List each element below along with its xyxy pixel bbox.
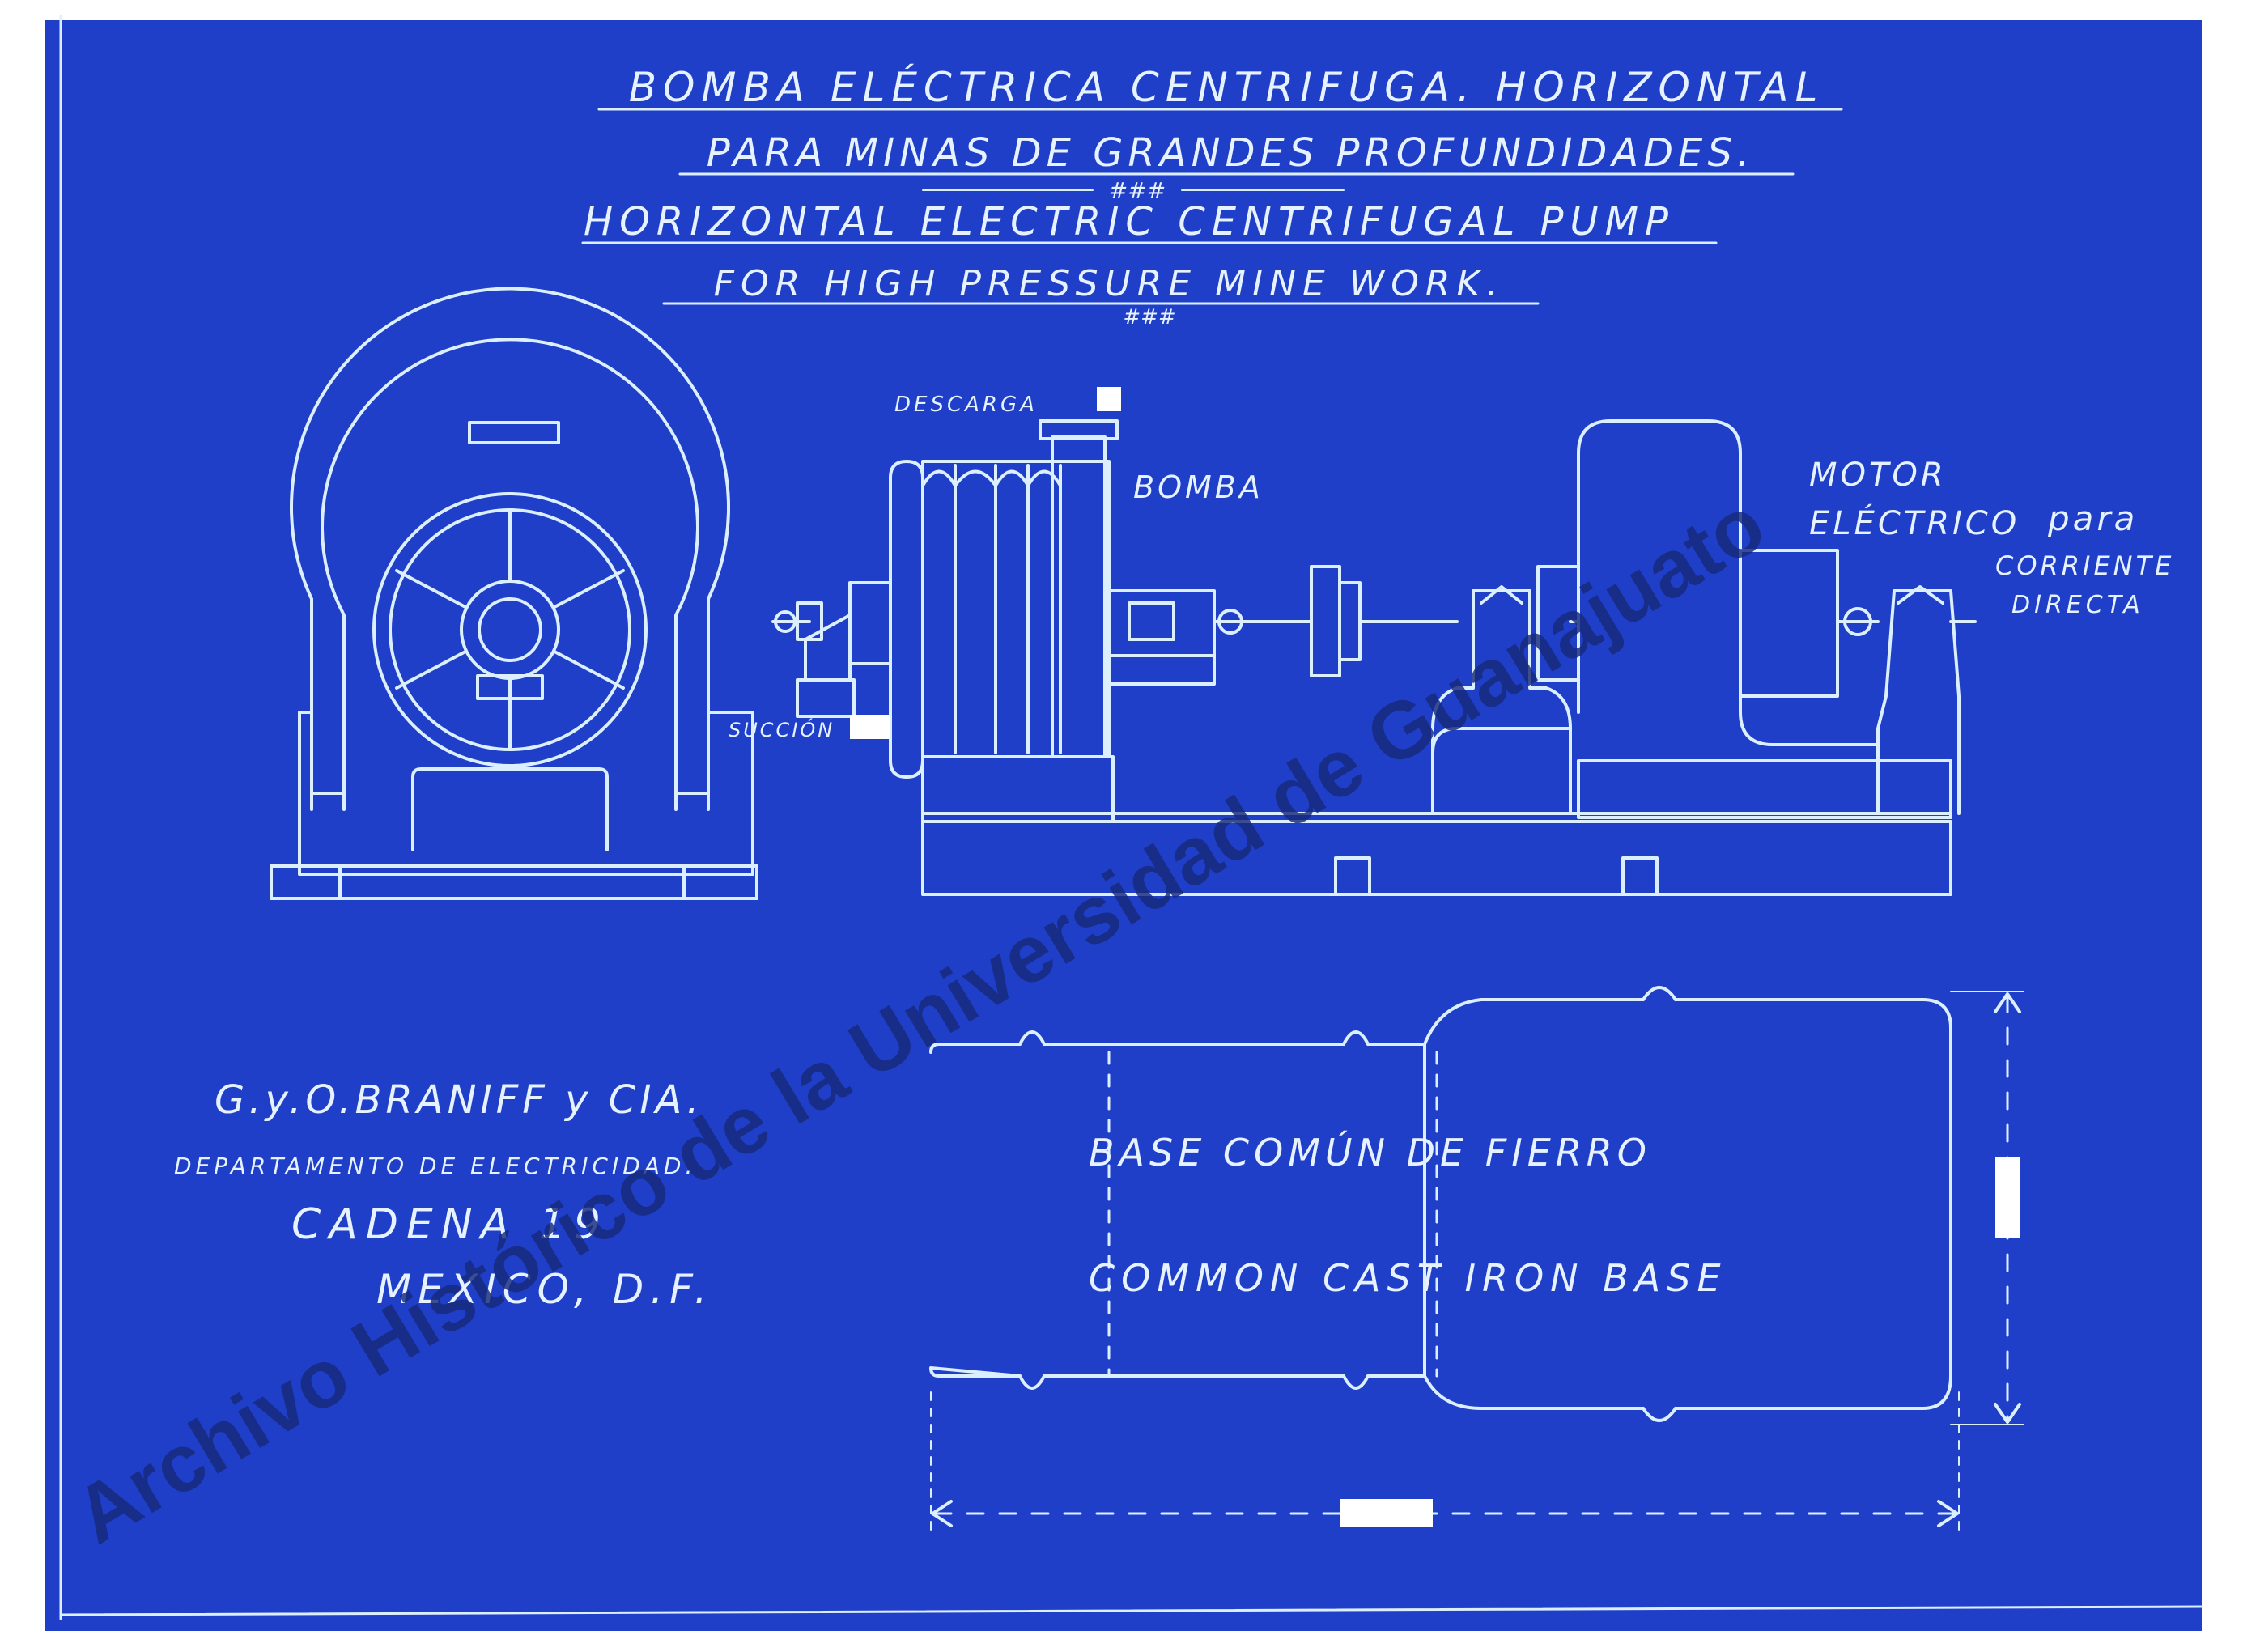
vertical-dimension-box [1995, 1157, 2020, 1238]
title-en-line1: HORIZONTAL ELECTRIC CENTRIFUGAL PUMP [584, 199, 1675, 244]
title-en-line2: FOR HIGH PRESSURE MINE WORK. [714, 263, 1505, 304]
company-city: MEXICO, D.F. [376, 1266, 713, 1313]
bottom-border-line [59, 1605, 2203, 1616]
horizontal-dimension-box [1340, 1499, 1433, 1527]
company-department: DEPARTAMENTO DE ELECTRICIDAD. [174, 1153, 696, 1179]
title-separator-top: ### [1109, 177, 1166, 204]
title-es-line1: BOMBA ELÉCTRICA CENTRIFUGA. HORIZONTAL [629, 63, 1825, 111]
motor-label-line3: CORRIENTE [1995, 550, 2174, 581]
bomba-label: BOMBA [1133, 469, 1264, 505]
motor-label-line1: MOTOR [1809, 457, 1947, 494]
motor-label-para: para [2047, 499, 2138, 538]
succion-label-box [850, 715, 890, 739]
title-es-line2: PARA MINAS DE GRANDES PROFUNDIDADES. [707, 130, 1754, 176]
company-block: G.y.O.BRANIFF y CIA. DEPARTAMENTO DE ELE… [174, 1077, 713, 1313]
title-block: BOMBA ELÉCTRICA CENTRIFUGA. HORIZONTAL P… [581, 63, 1843, 329]
company-street: CADENA 19 [291, 1200, 609, 1249]
title-separator-bottom: ### [1123, 305, 1175, 329]
descarga-label: DESCARGA [894, 393, 1038, 417]
base-label-es: BASE COMÚN DE FIERRO [1089, 1131, 1651, 1174]
pump-end-view [270, 287, 758, 900]
company-name: G.y.O.BRANIFF y CIA. [215, 1077, 703, 1123]
succion-label: SUCCIÓN [729, 717, 835, 741]
blueprint-paper [45, 20, 2202, 1631]
motor-label-line2: ELÉCTRICO [1809, 503, 2020, 542]
base-plan-view [929, 986, 2024, 1531]
base-label-en: COMMON CAST IRON BASE [1089, 1256, 1727, 1300]
motor-label-line4: DIRECTA [2011, 591, 2144, 619]
pump-motor-side-view [771, 419, 1977, 896]
descarga-label-box [1097, 387, 1121, 411]
